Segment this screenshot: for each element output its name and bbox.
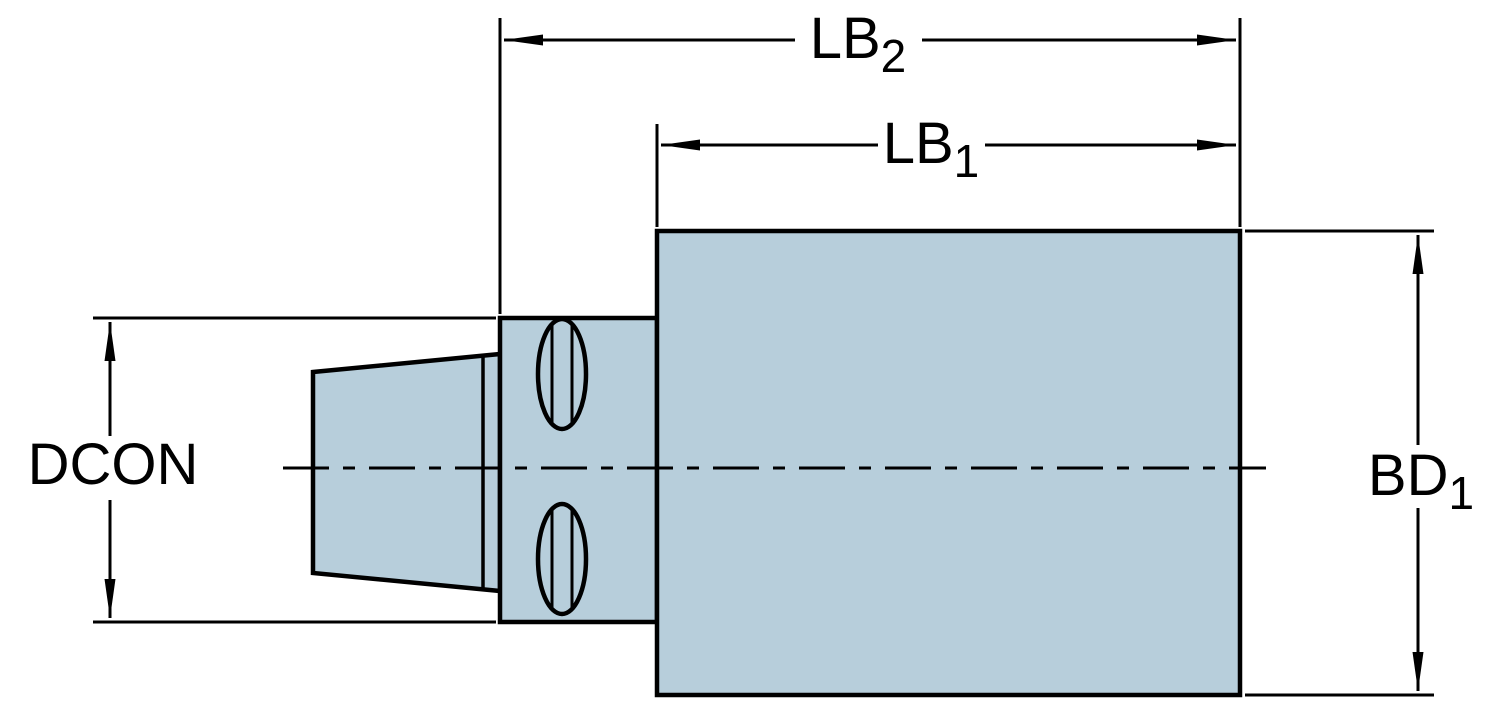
label-bd1-subscript: 1 — [1448, 467, 1474, 519]
label-lb2-subscript: 2 — [881, 30, 907, 82]
part-geometry — [310, 228, 1243, 698]
label-dcon: DCON — [28, 432, 199, 497]
label-lb1: LB1 — [883, 111, 980, 187]
taper-shank-outline — [310, 351, 503, 594]
slot-upper — [535, 316, 589, 432]
label-lb1-base: LB — [883, 111, 954, 176]
label-bd1: BD1 — [1368, 443, 1474, 519]
dimension-lines — [93, 18, 1434, 697]
label-lb2: LB2 — [810, 6, 907, 82]
label-lb2-base: LB — [810, 6, 881, 71]
label-lb1-subscript: 1 — [954, 135, 980, 187]
body-outline — [654, 228, 1243, 698]
slot-lower — [535, 501, 589, 617]
label-bd1-base: BD — [1368, 443, 1449, 508]
